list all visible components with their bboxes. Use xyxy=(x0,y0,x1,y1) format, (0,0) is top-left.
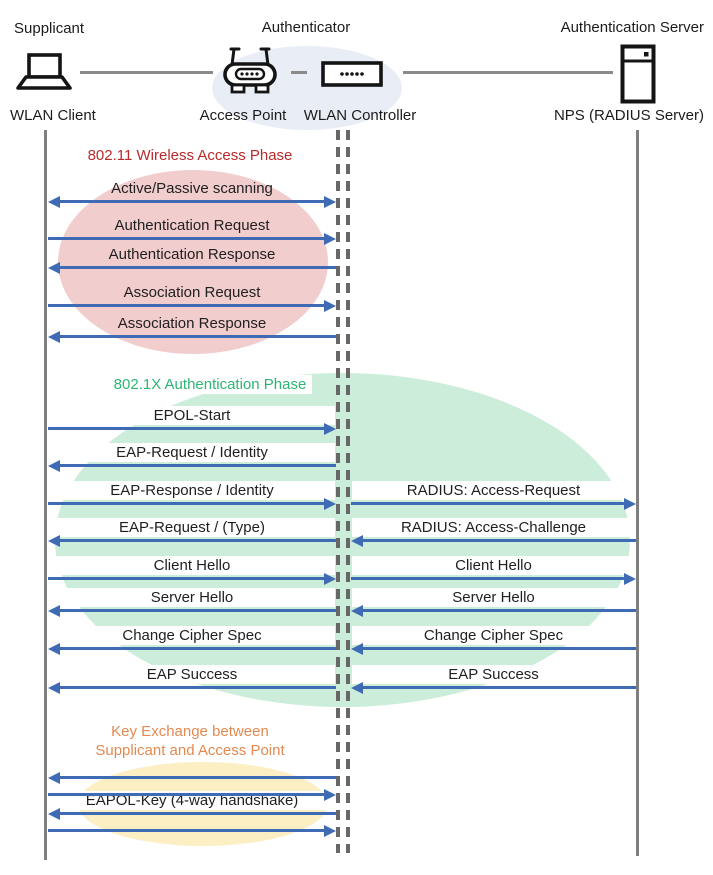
message-arrow-line xyxy=(48,304,326,307)
arrowhead-left-icon xyxy=(48,331,60,343)
message-arrow-line xyxy=(48,829,326,832)
message-arrow-line xyxy=(361,686,636,689)
message-label: Server Hello xyxy=(352,588,635,607)
message-arrow-line xyxy=(58,686,336,689)
message-label: EAP Success xyxy=(49,665,335,684)
message-arrow-line xyxy=(48,502,326,505)
message-arrow-line xyxy=(58,812,336,815)
message-label: EAP-Request / (Type) xyxy=(49,518,335,537)
message-arrow-line xyxy=(58,609,336,612)
message-arrow-line xyxy=(58,200,326,203)
dot1x-authentication-phase-title: 802.1X Authentication Phase xyxy=(80,375,340,394)
key-exchange-phase-title: Key Exchange between Supplicant and Acce… xyxy=(60,722,320,760)
lifeline-radius-server xyxy=(636,130,639,856)
message-arrow-line xyxy=(58,335,336,338)
phase-title-text: 802.11 Wireless Access Phase xyxy=(87,147,293,164)
message-arrow-line xyxy=(58,647,336,650)
message-arrow-line xyxy=(58,776,336,779)
arrowhead-right-icon xyxy=(324,233,336,245)
message-arrow-line xyxy=(48,237,326,240)
message-arrow-line xyxy=(48,577,326,580)
message-arrow-line xyxy=(351,502,626,505)
message-arrow-line xyxy=(48,427,326,430)
arrowhead-right-icon xyxy=(324,825,336,837)
arrowhead-left-icon xyxy=(351,682,363,694)
lifeline-wlan-client xyxy=(44,130,47,860)
arrowhead-right-icon xyxy=(624,498,636,510)
connector-line xyxy=(403,71,613,74)
arrowhead-left-icon xyxy=(48,682,60,694)
arrowhead-left-icon xyxy=(48,196,60,208)
message-label: Change Cipher Spec xyxy=(49,626,335,645)
message-arrow-line xyxy=(58,539,336,542)
message-arrow-line xyxy=(58,266,336,269)
message-label: RADIUS: Access-Challenge xyxy=(352,518,635,537)
message-label: Association Response xyxy=(117,315,267,332)
message-label: EAP-Request / Identity xyxy=(49,443,335,462)
message-label: Client Hello xyxy=(49,556,335,575)
message-label: Authentication Request xyxy=(114,217,270,234)
arrowhead-left-icon xyxy=(48,605,60,617)
node-label-nps: NPS (RADIUS Server) xyxy=(553,107,704,124)
node-label-wlan-controller: WLAN Controller xyxy=(303,107,417,124)
access-point-icon xyxy=(223,47,277,94)
message-arrow-line xyxy=(48,793,326,796)
message-arrow-line xyxy=(361,647,636,650)
lifeline-authenticator-dashed-left xyxy=(336,130,340,853)
arrowhead-left-icon xyxy=(351,535,363,547)
role-label-authentication-server: Authentication Server xyxy=(560,19,704,36)
message-label: Server Hello xyxy=(49,588,335,607)
connector-line xyxy=(80,71,213,74)
arrowhead-left-icon xyxy=(351,643,363,655)
arrowhead-left-icon xyxy=(48,643,60,655)
arrowhead-left-icon xyxy=(48,808,60,820)
message-label: RADIUS: Access-Request xyxy=(352,481,635,500)
arrowhead-right-icon xyxy=(324,789,336,801)
arrowhead-left-icon xyxy=(48,535,60,547)
arrowhead-right-icon xyxy=(324,423,336,435)
message-arrow-line xyxy=(361,609,636,612)
arrowhead-left-icon xyxy=(351,605,363,617)
message-arrow-line xyxy=(58,464,336,467)
phase-title-text: Key Exchange between Supplicant and Acce… xyxy=(95,723,285,759)
arrowhead-left-icon xyxy=(48,772,60,784)
message-label: Association Request xyxy=(123,284,261,301)
message-label: EAP Success xyxy=(352,665,635,684)
server-icon xyxy=(620,44,656,104)
arrowhead-left-icon xyxy=(48,262,60,274)
message-label: Active/Passive scanning xyxy=(111,180,273,197)
arrowhead-right-icon xyxy=(324,300,336,312)
message-label: EPOL-Start xyxy=(49,406,335,425)
arrowhead-right-icon xyxy=(324,573,336,585)
arrowhead-right-icon xyxy=(324,196,336,208)
message-label: Authentication Response xyxy=(108,246,276,263)
connector-line xyxy=(291,71,307,74)
node-label-wlan-client: WLAN Client xyxy=(10,107,96,124)
node-label-access-point: Access Point xyxy=(199,107,287,124)
message-arrow-line xyxy=(351,577,626,580)
wireless-access-phase-title: 802.11 Wireless Access Phase xyxy=(60,146,320,165)
laptop-icon xyxy=(16,53,72,90)
arrowhead-right-icon xyxy=(324,498,336,510)
message-label: Change Cipher Spec xyxy=(352,626,635,645)
lifeline-authenticator-dashed-right xyxy=(346,130,350,853)
message-arrow-line xyxy=(361,539,636,542)
arrowhead-left-icon xyxy=(48,460,60,472)
arrowhead-right-icon xyxy=(624,573,636,585)
role-label-authenticator: Authenticator xyxy=(261,19,351,36)
message-label: EAP-Response / Identity xyxy=(49,481,335,500)
role-label-supplicant: Supplicant xyxy=(14,20,85,37)
wlan-controller-icon xyxy=(321,61,383,87)
message-label: Client Hello xyxy=(352,556,635,575)
phase-title-text: 802.1X Authentication Phase xyxy=(107,375,313,394)
